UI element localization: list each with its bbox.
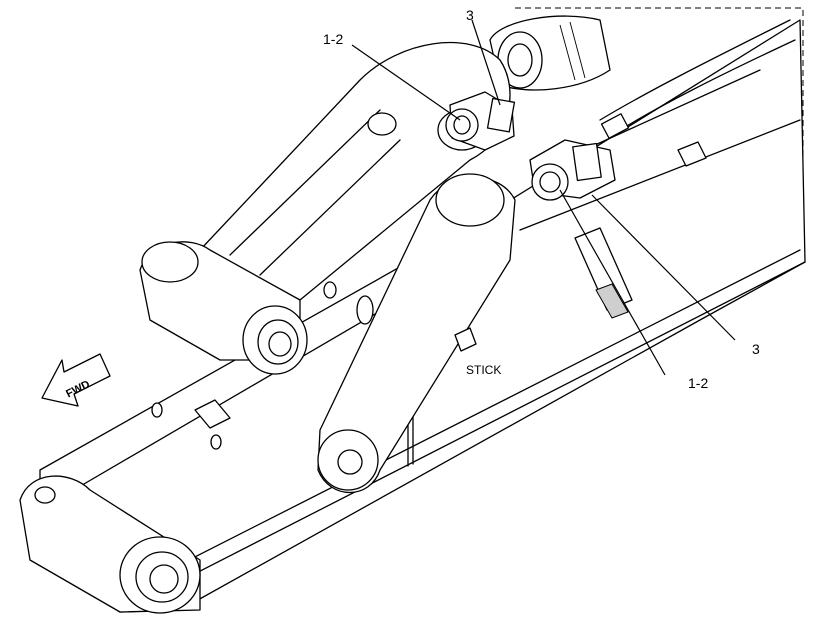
link-arm-lower: [317, 173, 516, 493]
callout-right-3: 3: [752, 341, 760, 357]
callout-top-3: 3: [466, 7, 474, 23]
stick-label: STICK: [466, 363, 501, 377]
pivot-drum-left: [139, 241, 308, 375]
pivot-drum-bottom: [19, 475, 201, 614]
callout-top-1-2: 1-2: [323, 31, 343, 47]
leader-lines: [351, 19, 736, 376]
fitting-assembly-right: [529, 139, 616, 201]
callout-right-1-2: 1-2: [688, 375, 708, 391]
fitting-assembly-top: [445, 91, 516, 151]
dashed-frame: [515, 7, 804, 262]
mounting-tabs: [151, 141, 707, 450]
hydraulic-hose: [599, 19, 796, 139]
fwd-arrow-icon: FWD: [41, 353, 111, 407]
hydraulic-cylinder-top: [489, 15, 611, 91]
